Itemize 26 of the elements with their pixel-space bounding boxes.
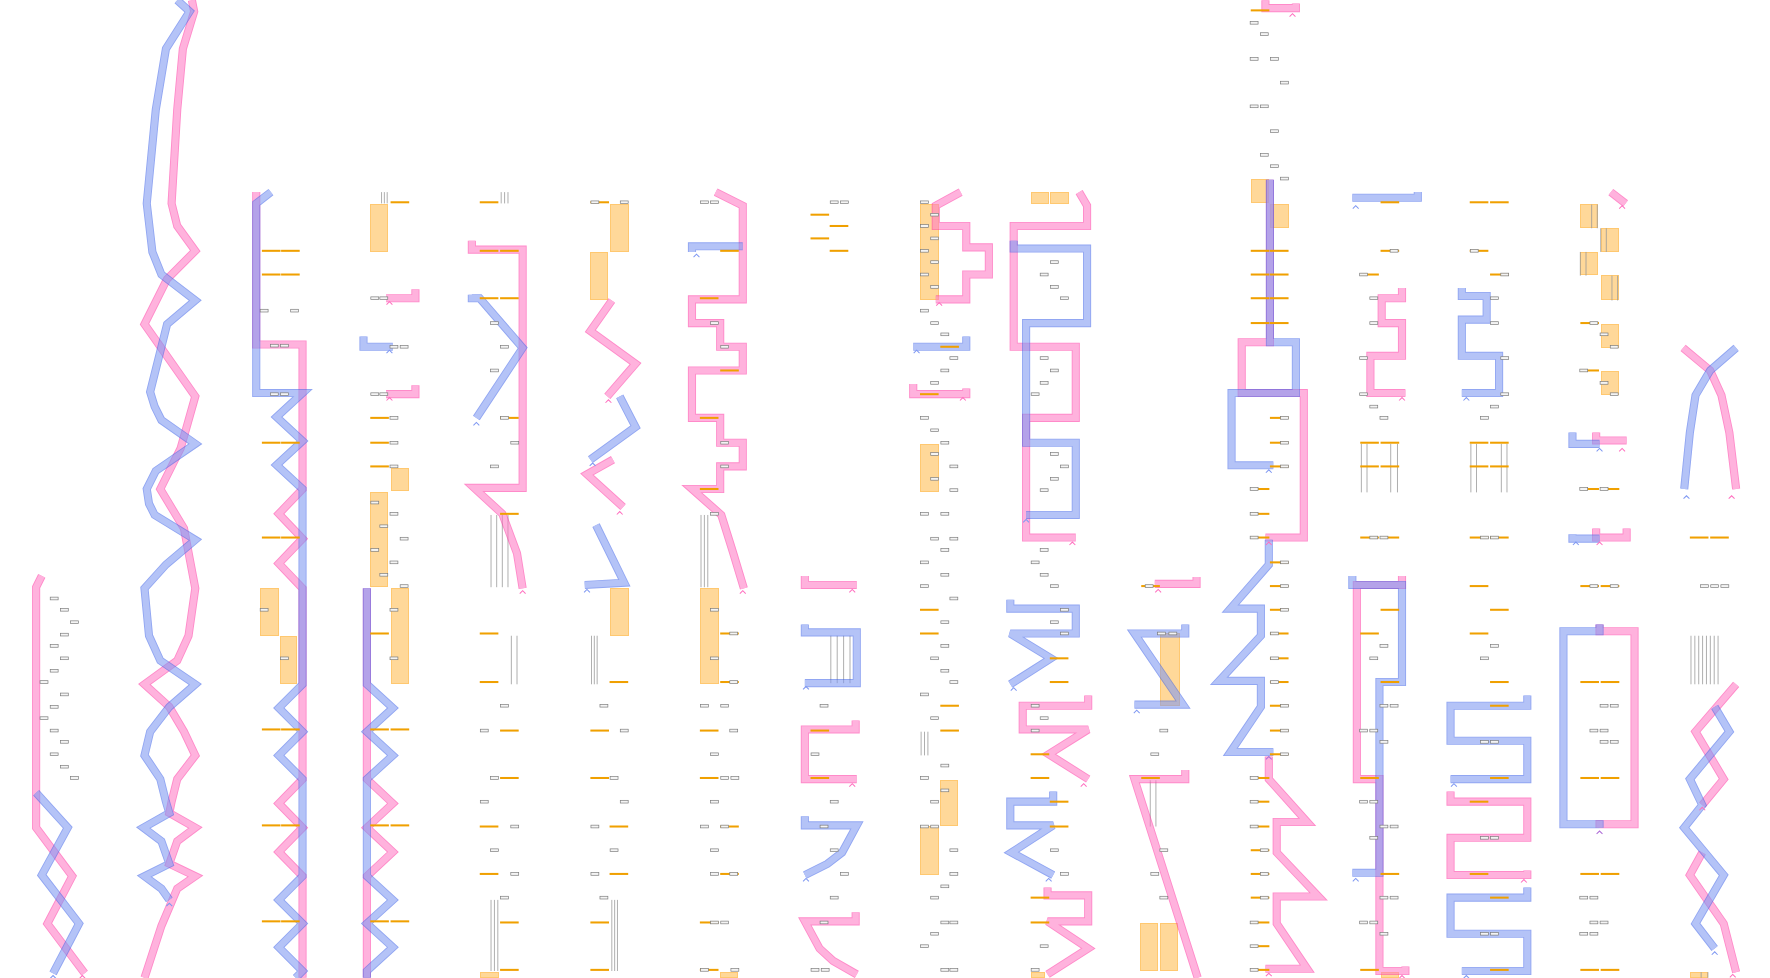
shaded-block [609,588,629,636]
shaded-block [920,443,940,493]
shaded-block [479,971,499,978]
shaded-block [699,588,720,685]
shaded-block [1049,191,1069,205]
shaded-block [259,588,279,636]
shaded-block [1030,971,1046,978]
shaded-block [370,492,389,587]
shaded-block [390,468,409,491]
shaded-block [1140,923,1159,971]
shaded-block [1160,633,1180,706]
shaded-block [940,780,959,827]
shaded-block [1250,179,1269,204]
shaded-block [1030,191,1049,205]
shaded-block [920,826,940,875]
shaded-block [370,204,389,252]
shaded-block [720,971,739,978]
shaded-block [1689,971,1708,978]
shaded-block [1160,923,1179,971]
shaded-block [1580,204,1599,228]
shaded-block [390,588,409,685]
shaded-block [1380,971,1399,978]
shaded-block [609,204,629,252]
shaded-block [1269,204,1290,228]
shaded-block [279,635,297,685]
shaded-block [590,251,609,301]
